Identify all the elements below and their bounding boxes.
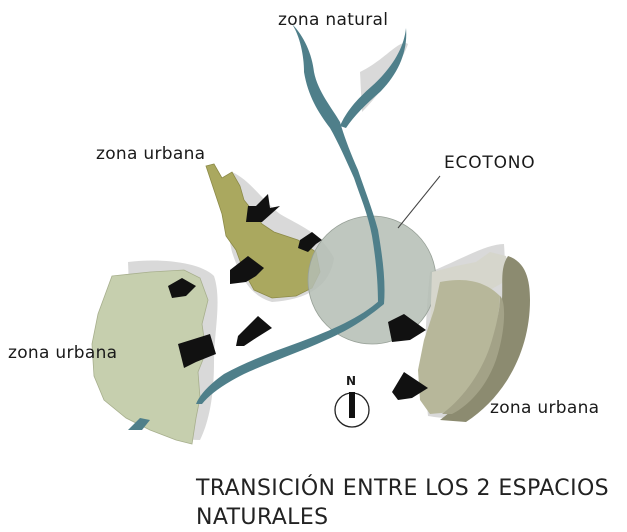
urban-zone-left	[91, 269, 209, 445]
arrow-icon	[236, 316, 272, 346]
label-zona-urbana-right: zona urbana	[490, 398, 600, 418]
arrow-icon	[298, 232, 322, 252]
label-zona-natural: zona natural	[278, 10, 389, 30]
caption-line-2: NATURALES	[196, 505, 329, 530]
label-zona-urbana-top: zona urbana	[96, 144, 206, 164]
label-zona-urbana-left: zona urbana	[8, 343, 118, 363]
arrow-icon	[178, 334, 216, 368]
arrow-icon	[246, 194, 280, 222]
arrow-icon	[168, 278, 196, 298]
flow-arrows	[168, 194, 428, 400]
north-arrow-icon	[334, 392, 370, 428]
arrow-icon	[388, 314, 426, 342]
river	[128, 24, 407, 430]
arrow-icon	[230, 256, 264, 284]
label-north: N	[346, 374, 357, 388]
urban-zone-right	[418, 252, 530, 422]
caption: TRANSICIÓN ENTRE LOS 2 ESPACIOS NATURALE…	[196, 474, 626, 532]
label-ecotono: ECOTONO	[444, 153, 536, 173]
ecotone-leader-line	[397, 175, 441, 229]
caption-line-1: TRANSICIÓN ENTRE LOS 2 ESPACIOS	[196, 476, 610, 501]
arrow-icon	[392, 372, 428, 400]
